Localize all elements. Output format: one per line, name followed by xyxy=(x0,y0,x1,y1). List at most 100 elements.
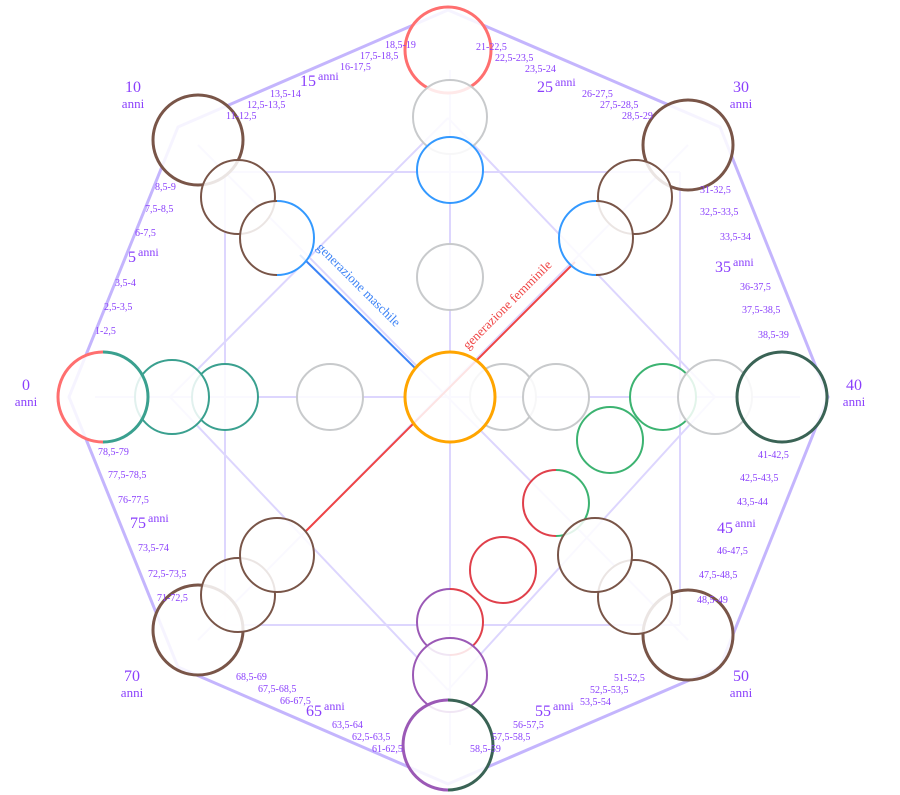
milestone-unit: anni xyxy=(138,245,159,259)
corner-number: 70 xyxy=(124,668,140,685)
node-right-arc xyxy=(555,363,590,431)
age-range-label: 8,5-9 xyxy=(155,182,176,193)
age-range-label: 7,5-8,5 xyxy=(145,204,173,215)
age-range-label: 51-52,5 xyxy=(614,673,645,684)
age-range-label: 12,5-13,5 xyxy=(247,100,285,111)
node-fill xyxy=(558,518,632,592)
age-range-label: 43,5-44 xyxy=(737,497,768,508)
age-node xyxy=(239,517,315,593)
node-fill xyxy=(559,201,633,275)
node-fill xyxy=(630,364,696,430)
age-range-label: 61-62,5 xyxy=(372,744,403,755)
milestone-unit: anni xyxy=(555,75,576,89)
age-range-label: 76-77,5 xyxy=(118,495,149,506)
male-generation-label: generazione maschile xyxy=(314,240,404,330)
node-right-arc xyxy=(634,159,673,235)
node-left-arc xyxy=(239,200,278,276)
age-range-label: 42,5-43,5 xyxy=(740,473,778,484)
corner-label-30: 30 anni xyxy=(730,79,753,111)
node-right-arc xyxy=(449,136,484,204)
corner-label-70: 70 anni xyxy=(121,668,144,700)
milestone-number: 75 xyxy=(130,515,146,532)
age-range-label: 48,5-49 xyxy=(697,595,728,606)
age-range-label: 21-22,5 xyxy=(476,42,507,53)
corner-unit: anni xyxy=(122,96,145,111)
age-range-label: 58,5-59 xyxy=(470,744,501,755)
age-range-label: 57,5-58,5 xyxy=(492,732,530,743)
age-range-label: 26-27,5 xyxy=(582,89,613,100)
age-range-label: 3,5-4 xyxy=(115,278,136,289)
age-range-label: 78,5-79 xyxy=(98,447,129,458)
milestone-unit: anni xyxy=(148,511,169,525)
node-fill xyxy=(417,137,483,203)
node-right-arc xyxy=(449,350,497,444)
node-left-arc xyxy=(558,200,597,276)
node-fill xyxy=(523,364,589,430)
age-range-label: 16-17,5 xyxy=(340,62,371,73)
age-range-label: 66-67,5 xyxy=(280,696,311,707)
corner-unit: anni xyxy=(15,394,38,409)
age-range-label: 37,5-38,5 xyxy=(742,305,780,316)
node-left-arc xyxy=(576,406,611,474)
corner-unit: anni xyxy=(730,685,753,700)
node-left-arc xyxy=(735,350,783,444)
node-fill xyxy=(413,638,487,712)
age-range-label: 27,5-28,5 xyxy=(600,100,638,111)
node-fill xyxy=(405,7,491,93)
milestone-unit: anni xyxy=(318,69,339,83)
node-right-arc xyxy=(449,243,484,311)
age-node xyxy=(576,406,644,474)
age-range-label: 22,5-23,5 xyxy=(495,53,533,64)
corner-label-0: 0 anni xyxy=(15,377,38,409)
node-left-arc xyxy=(56,350,104,444)
node-right-arc xyxy=(276,200,315,276)
node-left-arc xyxy=(200,159,239,235)
age-node xyxy=(677,359,753,435)
male-generation-line xyxy=(299,254,416,369)
age-range-label: 31-32,5 xyxy=(700,185,731,196)
corner-label-40: 40 anni xyxy=(843,377,866,409)
node-right-arc xyxy=(609,406,644,474)
age-range-label: 18,5-19 xyxy=(385,40,416,51)
age-range-label: 28,5-29 xyxy=(622,111,653,122)
node-fill xyxy=(470,537,536,603)
age-node xyxy=(629,363,697,431)
age-range-label: 2,5-3,5 xyxy=(104,302,132,313)
node-fill xyxy=(192,364,258,430)
milestone-number: 55 xyxy=(535,703,551,720)
node-fill xyxy=(153,95,243,185)
node-left-arc xyxy=(151,583,199,677)
corner-unit: anni xyxy=(121,685,144,700)
node-right-arc xyxy=(595,200,634,276)
node-right-arc xyxy=(502,536,537,604)
corner-number: 30 xyxy=(733,79,749,96)
node-right-arc xyxy=(687,98,735,192)
node-right-arc xyxy=(781,350,829,444)
age-node xyxy=(735,350,829,444)
age-range-label: 71-72,5 xyxy=(157,593,188,604)
milestone-unit: anni xyxy=(553,699,574,713)
node-fill xyxy=(405,352,495,442)
node-right-arc xyxy=(447,698,495,792)
age-node xyxy=(522,469,590,537)
node-right-arc xyxy=(594,517,633,593)
node-right-arc xyxy=(634,559,673,635)
node-fill xyxy=(240,201,314,275)
age-node xyxy=(403,350,497,444)
age-range-labels: 11-12,512,5-13,513,5-1416-17,517,5-18,51… xyxy=(95,40,789,755)
corner-label-10: 10 anni xyxy=(122,79,145,111)
age-node xyxy=(416,136,484,204)
age-node xyxy=(191,363,259,431)
age-range-label: 1-2,5 xyxy=(95,326,116,337)
age-range-label: 73,5-74 xyxy=(138,543,169,554)
corner-number: 0 xyxy=(22,377,30,394)
age-node xyxy=(239,200,315,276)
node-left-arc xyxy=(522,363,557,431)
